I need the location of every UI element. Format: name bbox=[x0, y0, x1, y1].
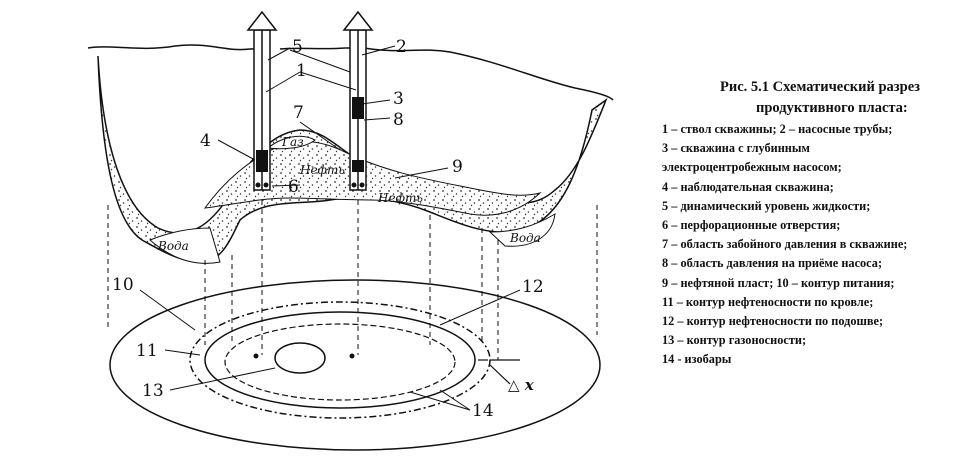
water-zone-left bbox=[149, 227, 221, 264]
legend: Рис. 5.1 Схематический разрез продуктивн… bbox=[662, 78, 959, 370]
label-water-left: Вода bbox=[157, 239, 189, 253]
label-4: 4 bbox=[200, 131, 211, 151]
legend-item: 9 – нефтяной пласт; 10 – контур питания; bbox=[662, 275, 895, 290]
contour-10 bbox=[109, 279, 601, 451]
legend-item: 12 – контур нефтеносности по подошве; bbox=[662, 314, 884, 329]
legend-item: 7 – область забойного давления в скважин… bbox=[662, 237, 908, 252]
label-delta-x: △ x bbox=[508, 376, 535, 394]
label-7: 7 bbox=[293, 103, 304, 123]
label-oil-right: Нефть bbox=[377, 191, 423, 205]
label-water-right: Вода bbox=[509, 231, 541, 245]
legend-item: 14 - изобары bbox=[662, 352, 732, 367]
legend-item: 8 – область давления на приёме насоса; bbox=[662, 256, 883, 271]
label-5: 5 bbox=[292, 37, 303, 57]
leader-lines bbox=[139, 45, 521, 411]
well-left bbox=[246, 10, 278, 191]
projection-lines bbox=[107, 200, 598, 360]
label-9: 9 bbox=[452, 157, 463, 177]
contour-11 bbox=[189, 301, 491, 419]
ground-surface bbox=[87, 44, 614, 101]
label-12: 12 bbox=[522, 277, 544, 297]
isobar-14 bbox=[224, 323, 456, 401]
legend-item: электроцентробежным насосом; bbox=[662, 160, 842, 175]
water-zone-right bbox=[488, 213, 556, 247]
label-2: 2 bbox=[396, 37, 407, 57]
contour-13 bbox=[274, 342, 326, 374]
label-gas: Газ bbox=[281, 135, 304, 149]
label-13: 13 bbox=[142, 381, 164, 401]
legend-item: 1 – ствол скважины; 2 – насосные трубы; bbox=[662, 122, 893, 136]
figure-caption-line2: продуктивного пласта: bbox=[756, 100, 908, 116]
label-11: 11 bbox=[136, 341, 158, 361]
label-3: 3 bbox=[393, 89, 404, 109]
label-oil-left: Нефть bbox=[299, 163, 345, 177]
label-6: 6 bbox=[288, 177, 299, 197]
well-point bbox=[253, 353, 259, 359]
legend-item: 6 – перфорационные отверстия; bbox=[662, 218, 841, 233]
legend-item: 4 – наблюдательная скважина; bbox=[662, 179, 834, 194]
legend-item: 11 – контур нефтеносности по кровле; bbox=[662, 294, 874, 309]
figure-caption: Рис. 5.1 Схематический разрез bbox=[720, 79, 920, 95]
legend-item: 5 – динамический уровень жидкости; bbox=[662, 198, 871, 213]
label-8: 8 bbox=[393, 110, 404, 130]
legend-item: 13 – контур газоносности; bbox=[662, 333, 807, 348]
label-10: 10 bbox=[112, 275, 134, 295]
label-14: 14 bbox=[472, 401, 494, 421]
well-right bbox=[342, 10, 374, 191]
gas-cap bbox=[266, 135, 316, 150]
contour-12 bbox=[204, 311, 476, 409]
legend-item: 3 – скважина с глубинным bbox=[662, 141, 810, 156]
delta-x-marker bbox=[478, 359, 520, 385]
well-point bbox=[349, 353, 355, 359]
label-1: 1 bbox=[296, 61, 307, 81]
